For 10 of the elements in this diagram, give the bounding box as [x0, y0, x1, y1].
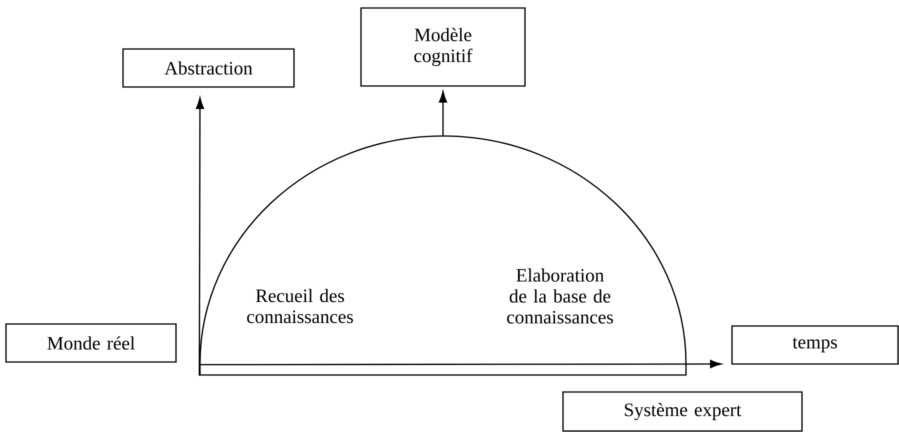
label-box: temps	[731, 325, 899, 365]
phase-label: Recueil des connaissances	[247, 288, 353, 324]
phase-label: Elaboration de la base de connaissances	[507, 268, 613, 324]
axis-arrow	[196, 97, 204, 376]
label-box: Modèle cognitif	[360, 7, 526, 87]
axis-arrow	[199, 360, 722, 368]
label-box: Monde réel	[5, 323, 177, 363]
arrow	[438, 91, 448, 136]
label-box: Abstraction	[122, 48, 295, 88]
label-box: Système expert	[562, 391, 803, 432]
